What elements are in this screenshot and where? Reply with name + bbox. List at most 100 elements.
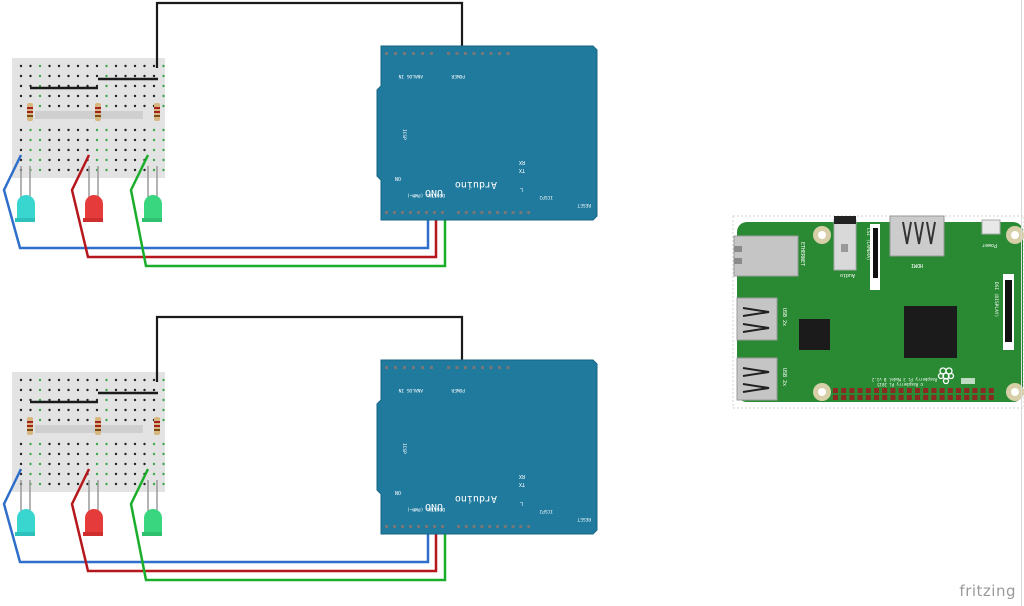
header-pin[interactable]: [417, 211, 420, 214]
resistor[interactable]: [154, 103, 160, 121]
header-pin[interactable]: [455, 366, 459, 369]
breadboard-hole[interactable]: [67, 148, 70, 152]
breadboard-hole[interactable]: [76, 408, 80, 412]
breadboard-hole[interactable]: [29, 472, 32, 476]
breadboard-hole[interactable]: [48, 482, 51, 486]
breadboard-hole[interactable]: [95, 378, 99, 382]
breadboard-hole[interactable]: [95, 74, 99, 78]
breadboard-hole[interactable]: [86, 104, 89, 108]
breadboard-hole[interactable]: [86, 462, 89, 466]
breadboard-hole[interactable]: [152, 148, 156, 152]
breadboard-hole[interactable]: [162, 462, 165, 466]
led-cyan[interactable]: [15, 195, 35, 222]
breadboard-hole[interactable]: [67, 94, 70, 98]
breadboard-hole[interactable]: [29, 408, 32, 412]
header-pin[interactable]: [394, 366, 397, 369]
header-pin[interactable]: [441, 211, 444, 214]
breadboard-hole[interactable]: [152, 408, 156, 412]
breadboard-hole[interactable]: [38, 462, 42, 466]
breadboard-hole[interactable]: [105, 472, 108, 476]
gpio-pin[interactable]: [890, 395, 896, 400]
breadboard-hole[interactable]: [114, 128, 118, 132]
breadboard-hole[interactable]: [114, 378, 118, 382]
led-cyan[interactable]: [15, 509, 35, 536]
gpio-pin[interactable]: [980, 395, 986, 400]
header-pin[interactable]: [480, 525, 484, 528]
breadboard-hole[interactable]: [133, 168, 137, 172]
header-pin[interactable]: [489, 52, 493, 55]
breadboard-hole[interactable]: [57, 148, 61, 152]
gpio-pin[interactable]: [964, 388, 970, 393]
breadboard-hole[interactable]: [114, 64, 118, 68]
breadboard-hole[interactable]: [38, 148, 42, 152]
gpio-pin[interactable]: [882, 395, 888, 400]
breadboard-hole[interactable]: [124, 378, 127, 382]
gpio-pin[interactable]: [874, 388, 879, 393]
gpio-pin[interactable]: [939, 388, 945, 393]
header-pin[interactable]: [401, 525, 404, 528]
breadboard-hole[interactable]: [162, 482, 165, 486]
breadboard-hole[interactable]: [162, 388, 165, 392]
breadboard-hole[interactable]: [57, 138, 61, 142]
header-pin[interactable]: [394, 52, 397, 55]
breadboard-hole[interactable]: [124, 84, 127, 88]
header-pin[interactable]: [412, 52, 415, 55]
breadboard-hole[interactable]: [57, 462, 61, 466]
breadboard-hole[interactable]: [19, 418, 23, 422]
breadboard-hole[interactable]: [38, 472, 42, 476]
gpio-pin[interactable]: [988, 388, 994, 393]
breadboard-hole[interactable]: [57, 84, 61, 88]
breadboard-hole[interactable]: [38, 418, 42, 422]
breadboard-hole[interactable]: [76, 64, 80, 68]
header-pin[interactable]: [464, 366, 467, 369]
gpio-pin[interactable]: [841, 395, 847, 400]
breadboard-hole[interactable]: [76, 452, 80, 456]
breadboard-hole[interactable]: [133, 128, 137, 132]
header-pin[interactable]: [447, 366, 450, 369]
breadboard-hole[interactable]: [76, 148, 80, 152]
breadboard-hole[interactable]: [86, 378, 89, 382]
breadboard-hole[interactable]: [124, 442, 127, 446]
resistor[interactable]: [95, 103, 101, 121]
breadboard-hole[interactable]: [162, 94, 165, 98]
breadboard-hole[interactable]: [133, 158, 137, 162]
breadboard-hole[interactable]: [29, 378, 32, 382]
breadboard-hole[interactable]: [114, 74, 118, 78]
resistor[interactable]: [95, 417, 101, 435]
header-pin[interactable]: [498, 52, 501, 55]
breadboard-hole[interactable]: [95, 138, 99, 142]
breadboard-hole[interactable]: [124, 64, 127, 68]
breadboard-hole[interactable]: [105, 462, 108, 466]
header-pin[interactable]: [457, 525, 460, 528]
breadboard-hole[interactable]: [19, 138, 23, 142]
wire-green[interactable]: [129, 154, 447, 268]
breadboard-hole[interactable]: [86, 398, 89, 402]
breadboard-hole[interactable]: [152, 472, 156, 476]
breadboard-hole[interactable]: [105, 378, 108, 382]
breadboard-hole[interactable]: [152, 158, 156, 162]
resistor[interactable]: [27, 103, 33, 121]
breadboard-hole[interactable]: [86, 128, 89, 132]
breadboard-hole[interactable]: [67, 388, 70, 392]
gpio-pin[interactable]: [947, 395, 953, 400]
header-pin[interactable]: [488, 525, 492, 528]
header-pin[interactable]: [481, 52, 484, 55]
breadboard-hole[interactable]: [48, 148, 51, 152]
breadboard-hole[interactable]: [124, 408, 127, 412]
header-pin[interactable]: [489, 366, 493, 369]
header-pin[interactable]: [457, 211, 460, 214]
header-pin[interactable]: [433, 525, 436, 528]
breadboard-hole[interactable]: [67, 408, 70, 412]
resistor[interactable]: [27, 417, 33, 435]
breadboard-hole[interactable]: [19, 442, 23, 446]
breadboard-hole[interactable]: [76, 168, 80, 172]
breadboard-hole[interactable]: [19, 472, 23, 476]
breadboard-hole[interactable]: [57, 158, 61, 162]
breadboard-hole[interactable]: [86, 452, 89, 456]
breadboard-hole[interactable]: [76, 84, 80, 88]
breadboard-hole[interactable]: [105, 158, 108, 162]
breadboard-hole[interactable]: [57, 64, 61, 68]
breadboard-hole[interactable]: [57, 94, 61, 98]
gpio-pin[interactable]: [898, 388, 904, 393]
breadboard-hole[interactable]: [48, 388, 51, 392]
